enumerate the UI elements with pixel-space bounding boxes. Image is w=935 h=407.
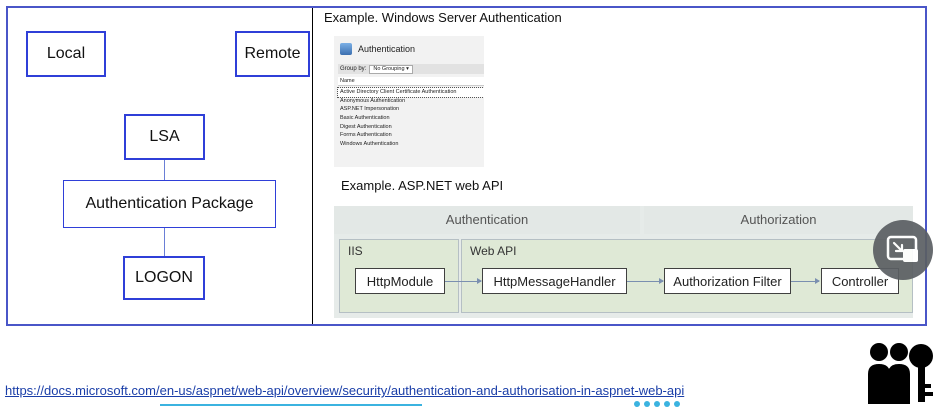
remote-label: Remote (244, 45, 301, 62)
lsa-box: LSA (124, 114, 205, 160)
microsoft-docs-link[interactable]: https://docs.microsoft.com/en-us/aspnet/… (5, 383, 685, 398)
dot (654, 401, 660, 407)
list-item[interactable]: Digest Authentication (340, 123, 392, 130)
authorization-filter-box: Authorization Filter (664, 268, 791, 294)
group-by-select[interactable]: No Grouping ▾ (369, 64, 413, 74)
windows-server-title: Example. Windows Server Authentication (324, 10, 562, 25)
list-item[interactable]: Windows Authentication (340, 141, 399, 148)
httpmessagehandler-box: HttpMessageHandler (482, 268, 627, 294)
httpmessagehandler-label: HttpMessageHandler (493, 273, 616, 289)
authentication-package-label: Authentication Package (85, 195, 254, 212)
slide-position-dots (634, 401, 680, 407)
connector-package-logon (164, 228, 165, 256)
iis-header: Authentication (340, 42, 480, 56)
vertical-divider (312, 8, 313, 324)
iis-group-label: IIS (348, 244, 363, 258)
picture-in-picture-button[interactable] (873, 220, 933, 280)
httpmodule-label: HttpModule (366, 273, 434, 289)
authentication-icon (340, 43, 352, 55)
logon-box: LOGON (123, 256, 205, 300)
dot (664, 401, 670, 407)
list-item[interactable]: Active Directory Client Certificate Auth… (337, 87, 484, 98)
remote-box: Remote (235, 31, 310, 77)
list-item[interactable]: Anonymous Authentication (340, 97, 406, 104)
logon-label: LOGON (135, 269, 193, 286)
connector-lsa-package (164, 160, 165, 180)
controller-label: Controller (831, 273, 889, 289)
authentication-package-box: Authentication Package (63, 180, 276, 228)
iis-heading: Authentication (358, 44, 416, 54)
webapi-pipeline-diagram: Authentication Authorization IIS Web API… (334, 206, 913, 318)
authorization-filter-label: Authorization Filter (673, 273, 782, 289)
arrow-module-handler (445, 278, 482, 284)
authorization-section-header: Authorization (644, 206, 913, 234)
arrow-filter-controller (791, 278, 820, 284)
list-item[interactable]: ASP.NET Impersonation (340, 106, 400, 113)
group-by-label: Group by: (340, 66, 367, 72)
slide-frame (6, 6, 927, 326)
lsa-label: LSA (149, 128, 180, 145)
webapi-group-label: Web API (470, 244, 517, 258)
arrow-handler-filter (627, 278, 664, 284)
bottom-progress-strip (160, 404, 422, 406)
iis-authentication-screenshot: Authentication Group by: No Grouping ▾ N… (334, 36, 484, 167)
aspnet-webapi-title: Example. ASP.NET web API (341, 178, 504, 193)
authentication-section-header: Authentication (334, 206, 640, 234)
local-box: Local (26, 31, 106, 77)
picture-in-picture-icon (886, 235, 918, 262)
dot (644, 401, 650, 407)
group-by-bar: Group by: No Grouping ▾ (338, 64, 484, 74)
dot (634, 401, 640, 407)
list-item[interactable]: Forms Authentication (340, 132, 392, 139)
name-column-header[interactable]: Name (338, 77, 484, 86)
dot (674, 401, 680, 407)
local-label: Local (46, 45, 86, 62)
auth-method-list: Active Directory Client Certificate Auth… (337, 87, 484, 149)
list-item[interactable]: Basic Authentication (340, 115, 390, 122)
group-by-value: No Grouping (373, 65, 405, 72)
people-key-icon (868, 343, 933, 404)
httpmodule-box: HttpModule (355, 268, 445, 294)
